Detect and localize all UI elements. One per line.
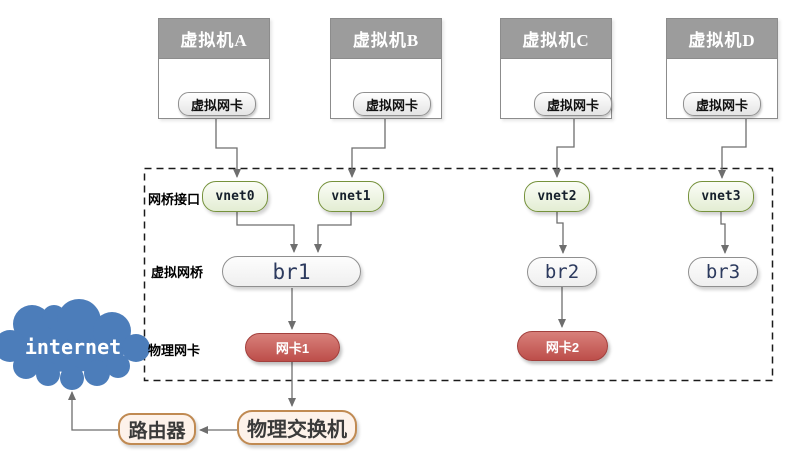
router-node: 路由器 [118, 413, 196, 445]
bridge-br3-node: br3 [688, 257, 758, 287]
bridge-br2-node: br2 [527, 257, 597, 287]
vm-box-a: 虚拟机A 虚拟网卡 [158, 18, 270, 119]
virtual-nic-oval: 虚拟网卡 [353, 92, 431, 116]
downlink-connectors [68, 362, 296, 434]
vm-box-d: 虚拟机D 虚拟网卡 [666, 18, 778, 119]
bridge-br1-node: br1 [222, 256, 361, 287]
row-label-physical-nic: 物理网卡 [148, 343, 201, 358]
vm-title: 虚拟机A [159, 19, 269, 59]
vnet0-node: vnet0 [202, 181, 268, 212]
internet-cloud-icon [0, 299, 150, 390]
vnet-to-bridge-connectors [236, 212, 729, 254]
row-label-bridge-port: 网桥接口 [148, 192, 201, 207]
dashed-boundary [143, 167, 774, 382]
vm-to-vnet-connectors [215, 116, 747, 179]
physical-nic2-node: 网卡2 [517, 331, 608, 361]
virtual-nic-oval: 虚拟网卡 [178, 92, 256, 116]
vm-title: 虚拟机D [667, 19, 777, 59]
physical-switch-node: 物理交换机 [237, 410, 357, 445]
vm-title: 虚拟机B [331, 19, 441, 59]
vnet2-node: vnet2 [524, 181, 590, 212]
vm-title: 虚拟机C [501, 19, 611, 59]
vm-box-b: 虚拟机B 虚拟网卡 [330, 18, 442, 119]
vnet1-node: vnet1 [318, 181, 384, 212]
physical-nic1-node: 网卡1 [245, 333, 340, 362]
row-label-virtual-bridge: 虚拟网桥 [151, 265, 204, 280]
virtual-nic-oval: 虚拟网卡 [683, 92, 761, 116]
virtual-nic-oval: 虚拟网卡 [534, 92, 612, 116]
vm-box-c: 虚拟机C 虚拟网卡 [500, 18, 612, 119]
vnet3-node: vnet3 [688, 181, 754, 212]
bridge-to-nic-connectors [288, 287, 566, 330]
internet-label: internet [24, 335, 122, 359]
